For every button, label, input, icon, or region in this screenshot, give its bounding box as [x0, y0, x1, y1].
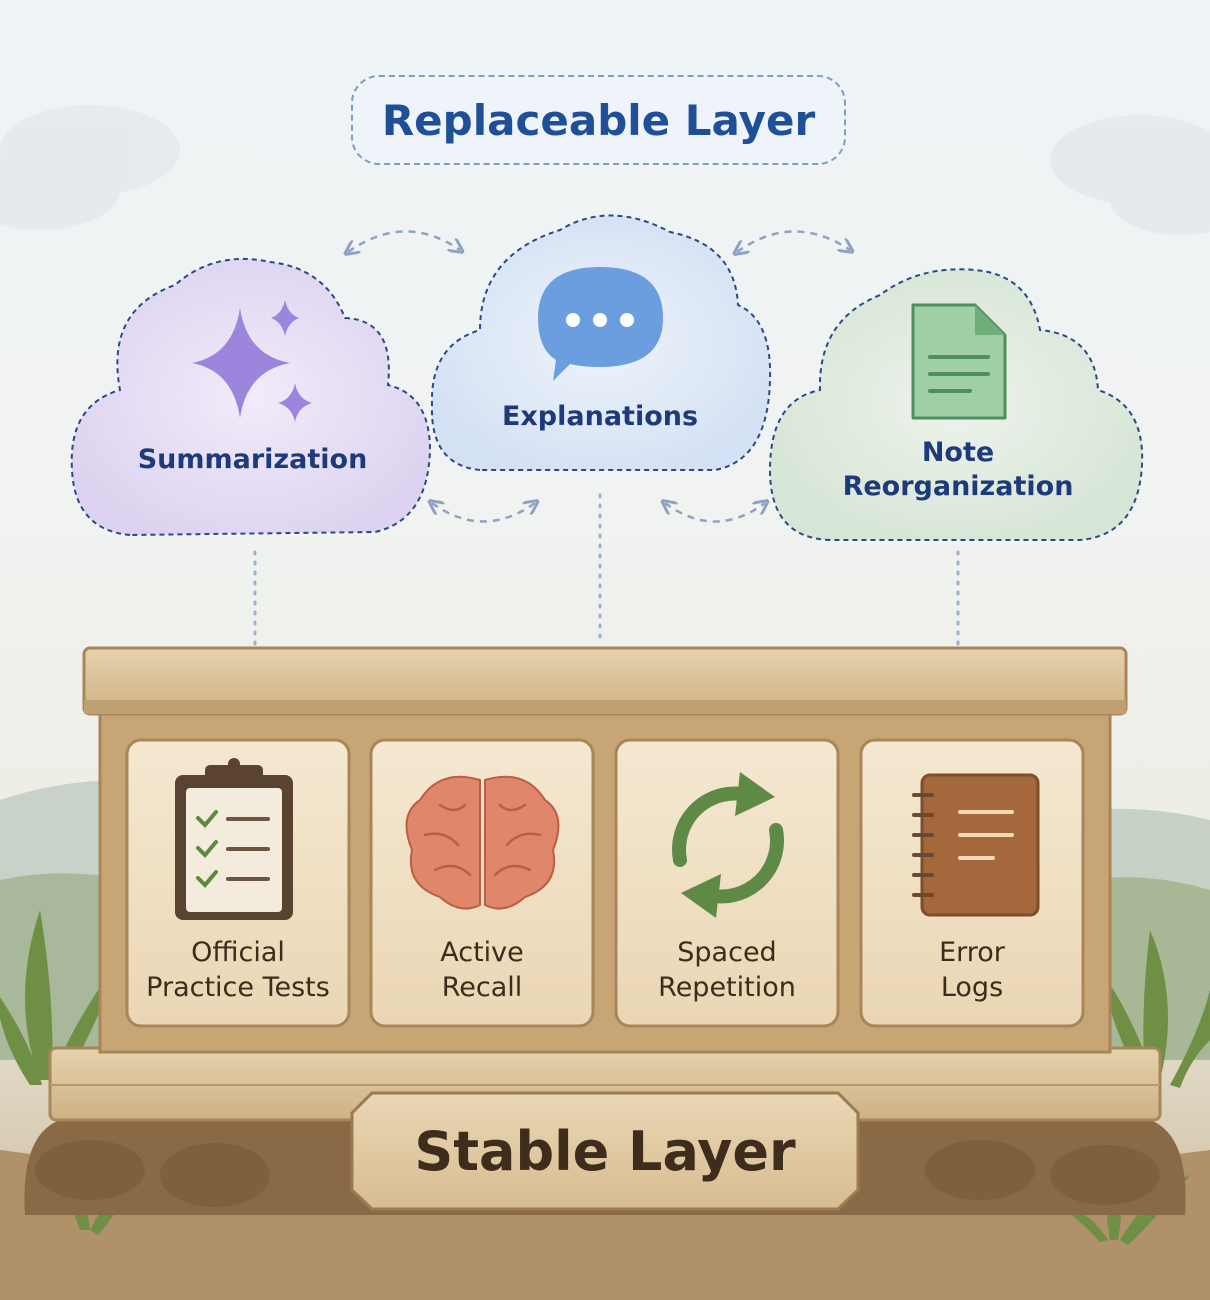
dotted-connectors [253, 493, 960, 652]
background-clouds [0, 105, 1210, 235]
document-icon [911, 303, 1007, 420]
error-logs-label: Error Logs [939, 937, 1005, 1003]
arrow-bottom-left [432, 503, 535, 523]
stable-layer-title: Stable Layer [414, 1119, 796, 1183]
stable-layer-plaque: Stable Layer [352, 1093, 858, 1209]
note-reorganization-label: Note Reorganization [842, 437, 1074, 502]
brain-icon [405, 775, 560, 910]
active-recall-label: Active Recall [440, 937, 524, 1003]
chat-bubble-icon [538, 267, 663, 381]
arrow-top-right [737, 230, 850, 252]
card-spaced-repetition [614, 738, 840, 1028]
cycle-arrows-icon [672, 786, 784, 904]
notebook-icon [912, 773, 1040, 917]
exchange-arrows [348, 230, 850, 523]
arrow-top-left [348, 230, 460, 252]
replaceable-layer-header: Replaceable Layer [351, 75, 846, 165]
summarization-label: Summarization [137, 444, 368, 475]
arrow-bottom-right [665, 503, 765, 523]
summarization-cloud [70, 257, 432, 537]
clipboard-checklist-icon [175, 758, 293, 920]
spaced-repetition-label: Spaced Repetition [658, 937, 796, 1003]
official-practice-tests-label: Official Practice Tests [146, 937, 330, 1003]
replaceable-layer-title: Replaceable Layer [381, 95, 816, 145]
explanations-label: Explanations [501, 401, 699, 432]
foundation-plaque [350, 1091, 860, 1211]
sparkles-icon [192, 300, 312, 422]
